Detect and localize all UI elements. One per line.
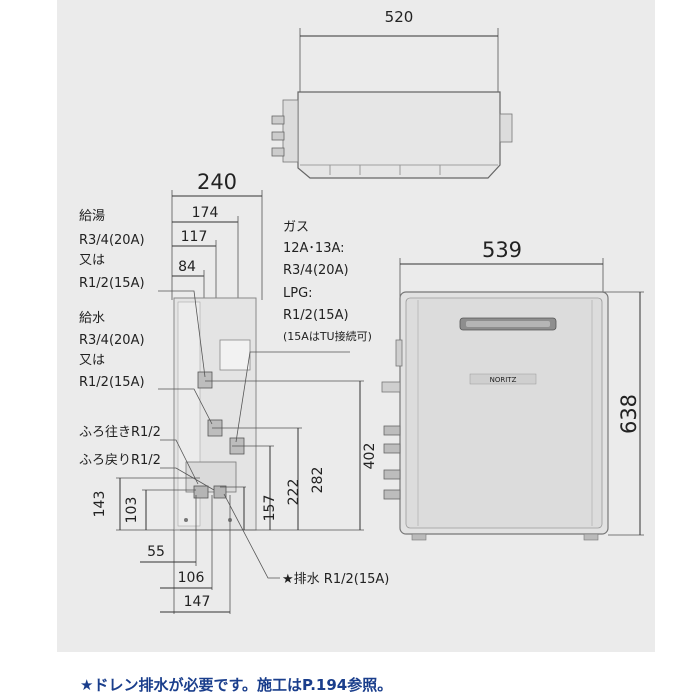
bath-supply-callout: ふろ往きR1/2 bbox=[79, 425, 161, 440]
hot-water-line-4: R1/2(15A) bbox=[79, 276, 145, 291]
cold-water-callout: 給水 R3/4(20A) 又は R1/2(15A) bbox=[79, 311, 145, 390]
gas-callout: ガス 12A･13A: R3/4(20A) LPG: R1/2(15A) (15… bbox=[283, 220, 372, 343]
cold-water-line-2: R3/4(20A) bbox=[79, 333, 145, 348]
brand-logo-text: NORITZ bbox=[490, 376, 517, 384]
side-width-label: 240 bbox=[197, 170, 237, 194]
drain-callout: ★排水 R1/2(15A) bbox=[282, 572, 389, 587]
gas-line-2: 12A･13A: bbox=[283, 241, 345, 256]
height-label-402: 402 bbox=[362, 443, 378, 470]
bath-return-callout: ふろ戻りR1/2 bbox=[79, 453, 161, 468]
depth-label-117: 117 bbox=[181, 229, 208, 245]
hot-water-line-2: R3/4(20A) bbox=[79, 233, 145, 248]
depth-label-174: 174 bbox=[192, 205, 219, 221]
height-label-222: 222 bbox=[286, 479, 302, 506]
height-label-143: 143 bbox=[92, 491, 108, 518]
bottom-label-55: 55 bbox=[147, 544, 165, 560]
bottom-label-147: 147 bbox=[184, 594, 211, 610]
top-width-label: 520 bbox=[385, 8, 414, 26]
height-label-103: 103 bbox=[124, 497, 140, 524]
front-width-label: 539 bbox=[482, 238, 522, 262]
front-height-label: 638 bbox=[617, 394, 641, 434]
gas-line-1: ガス bbox=[283, 220, 309, 235]
gas-line-6: (15AはTU接続可) bbox=[283, 329, 372, 343]
gas-line-3: R3/4(20A) bbox=[283, 263, 349, 278]
hot-water-callout: 給湯 R3/4(20A) 又は R1/2(15A) bbox=[79, 209, 145, 291]
bottom-label-106: 106 bbox=[178, 570, 205, 586]
height-label-157: 157 bbox=[262, 495, 278, 522]
cold-water-line-1: 給水 bbox=[79, 311, 105, 326]
side-view: 240 174 117 84 bbox=[92, 170, 378, 614]
footnote: ★ドレン排水が必要です。施工はP.194参照。 bbox=[80, 676, 393, 694]
hot-water-line-3: 又は bbox=[79, 253, 105, 268]
depth-label-84: 84 bbox=[178, 259, 196, 275]
hot-water-line-1: 給湯 bbox=[79, 209, 105, 224]
gas-line-5: R1/2(15A) bbox=[283, 308, 349, 323]
cold-water-line-3: 又は bbox=[79, 353, 105, 368]
top-view: 520 bbox=[271, 8, 513, 179]
cold-water-line-4: R1/2(15A) bbox=[79, 375, 145, 390]
height-label-282: 282 bbox=[310, 467, 326, 494]
front-view: 539 638 NORITZ bbox=[381, 238, 644, 541]
gas-line-4: LPG: bbox=[283, 286, 313, 301]
